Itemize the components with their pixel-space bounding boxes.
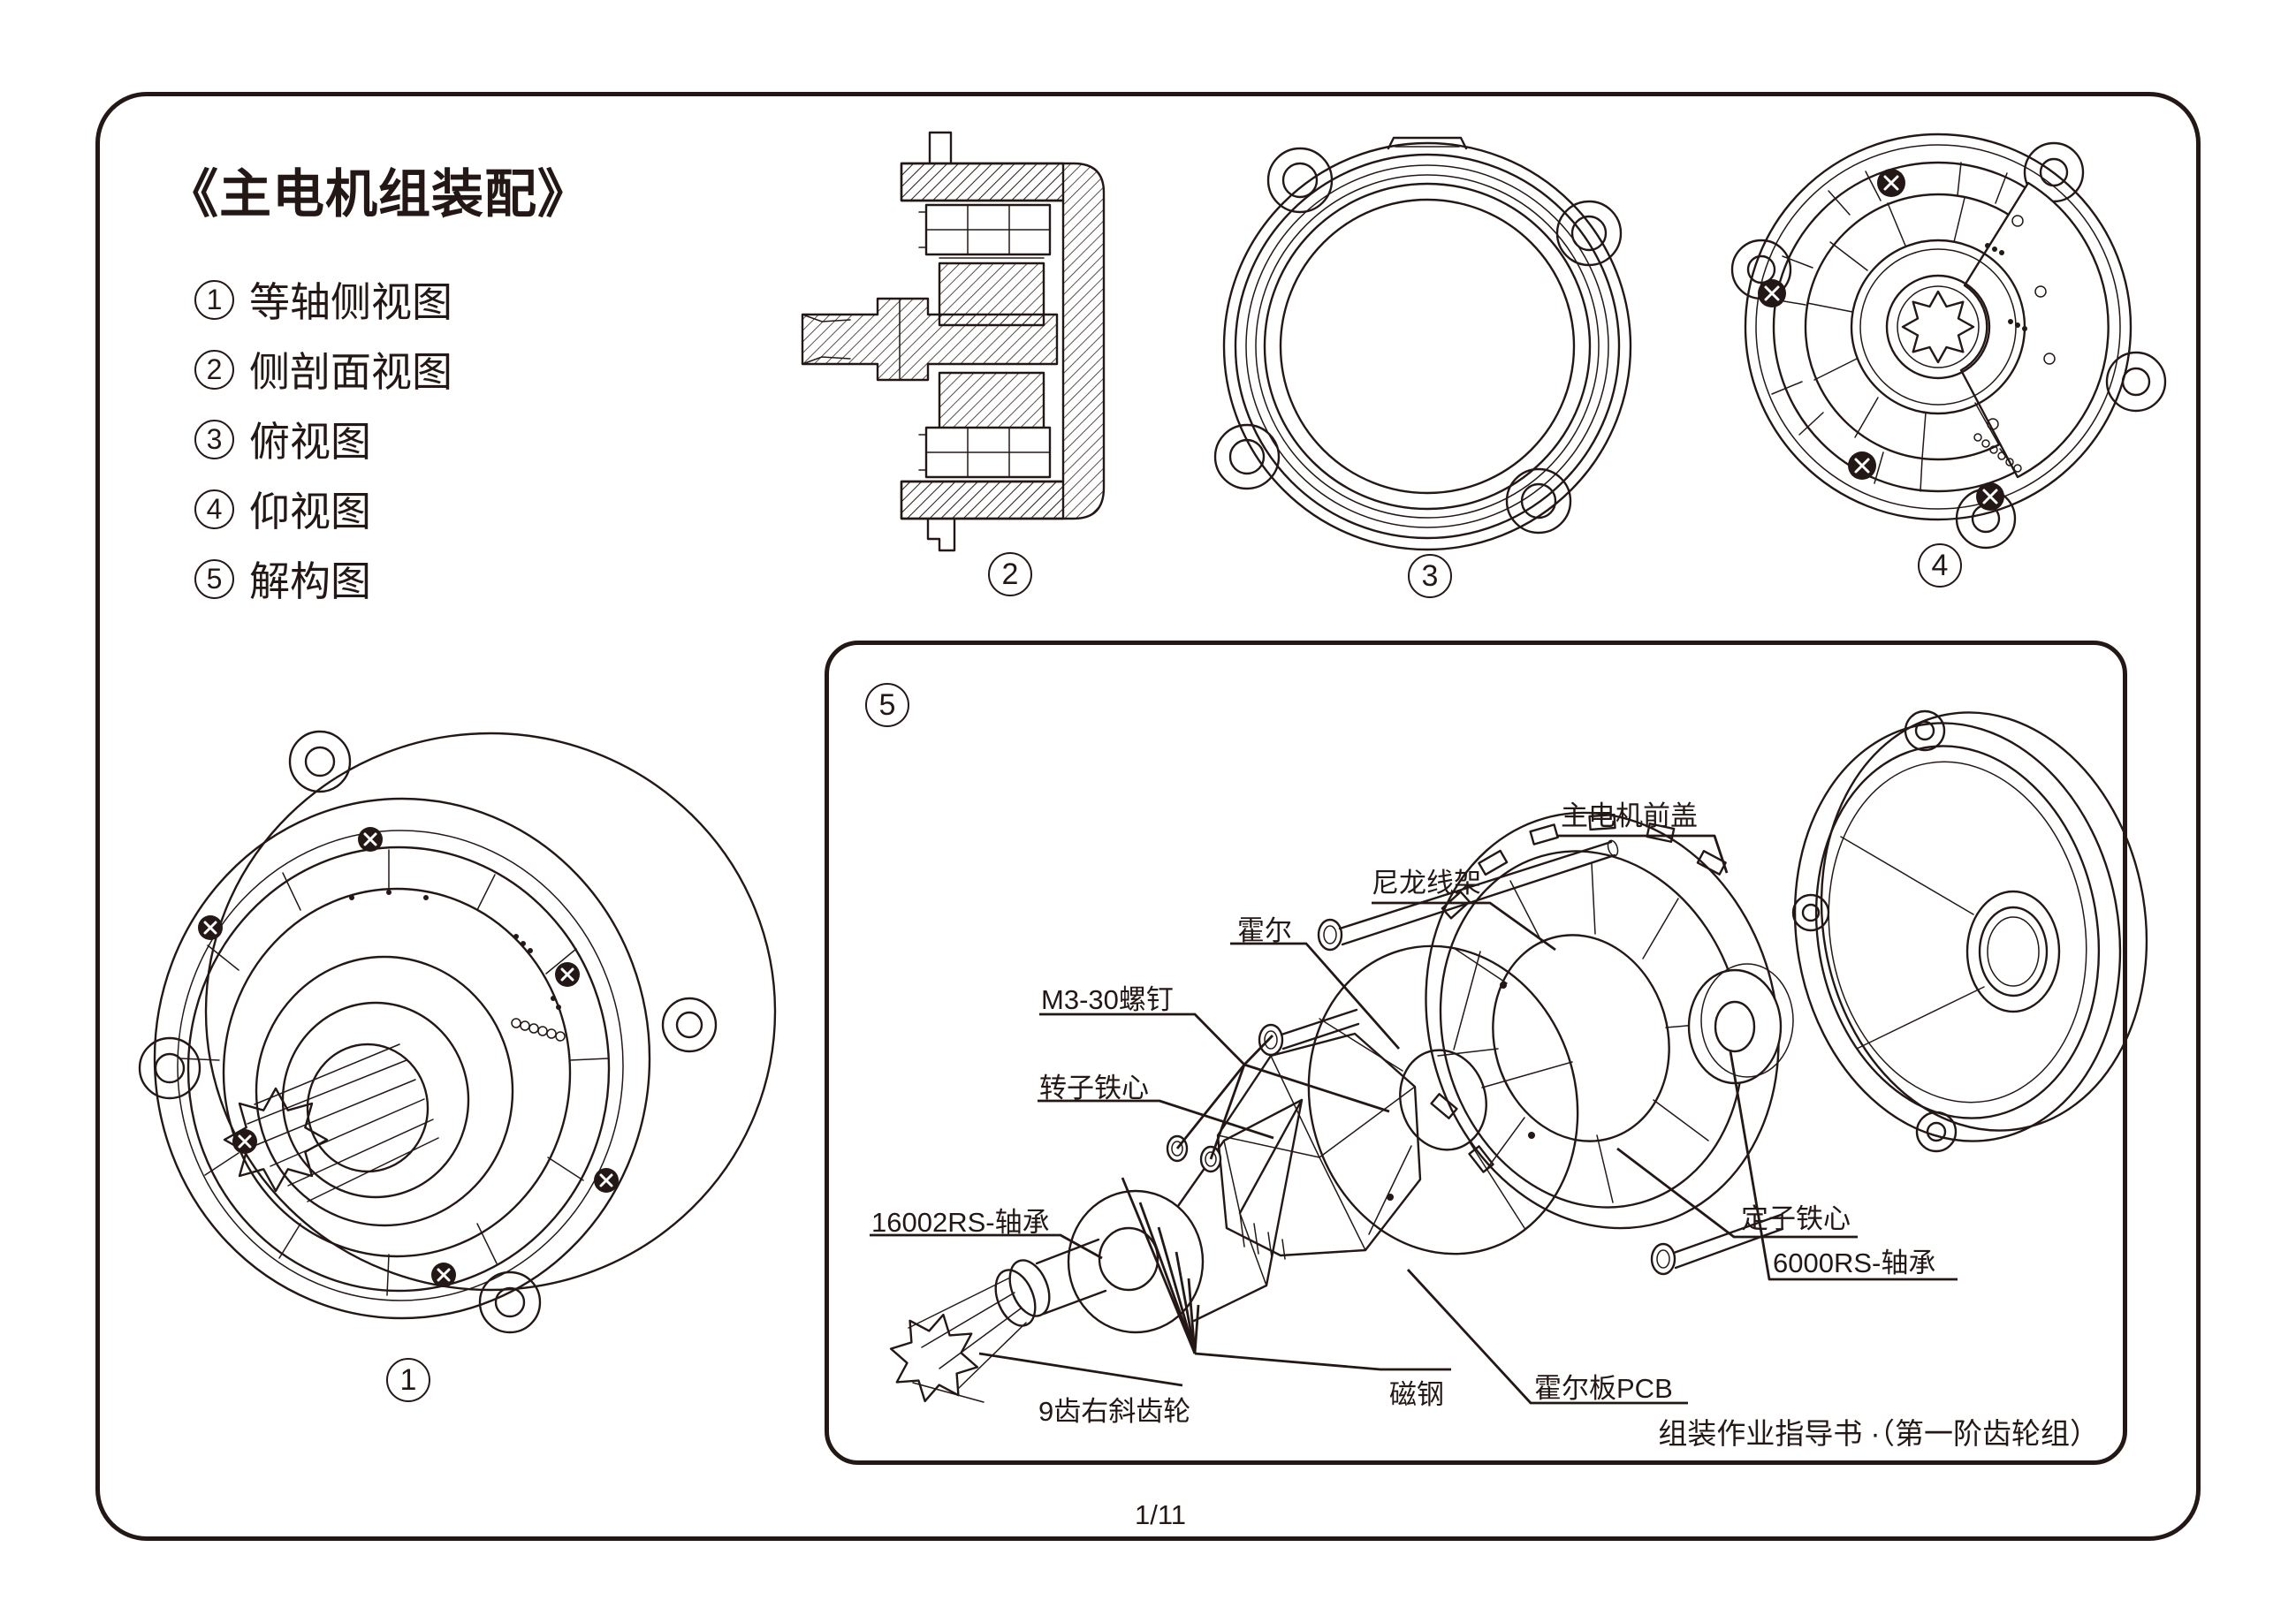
cover-gasket-rings (1222, 141, 1632, 551)
legend-label: 俯视图 (249, 419, 371, 465)
drawing-exploded-view (870, 709, 2148, 1405)
stator-pads (179, 849, 609, 1296)
drawing-top-view (1213, 136, 1632, 551)
callout-gear-9t: 9齿右斜齿轮 (1038, 1396, 1191, 1427)
callout-bearing-16002: 16002RS-轴承 (871, 1207, 1050, 1238)
view-marker-bottom: 4 (1918, 543, 1962, 588)
footer-note: 组装作业指导书 ·（第一阶齿轮组） (1658, 1417, 2099, 1450)
screw-head (1758, 169, 2004, 511)
callout-hall: 霍尔 (1237, 915, 1292, 946)
legend-item-exploded: 5 解构图 (194, 550, 452, 608)
page-number: 1/11 (1134, 1499, 1187, 1530)
view-marker-top: 3 (1408, 554, 1452, 598)
circled-number-icon: 3 (194, 419, 234, 459)
rotor-end-bell (1067, 1098, 1304, 1334)
legend-label: 等轴侧视图 (249, 279, 452, 325)
circled-number-icon: 2 (194, 349, 234, 390)
bearing-6000-part (1687, 963, 1794, 1085)
circled-number-icon: 1 (194, 279, 234, 320)
callout-stator-core: 定子铁心 (1741, 1203, 1851, 1234)
mounting-ear (1213, 147, 1623, 535)
pcb-sector (1959, 181, 2110, 479)
drawing-isometric-view (138, 730, 777, 1334)
m3-screw-part (1166, 839, 1784, 1276)
page-border (95, 92, 2201, 1541)
hall-pcb-wheel (1307, 944, 1579, 1255)
callout-rotor-core: 转子铁心 (1039, 1073, 1149, 1103)
mounting-ear (138, 730, 718, 1334)
pinion-gear-part (889, 1238, 1107, 1403)
legend-label: 侧剖面视图 (249, 349, 452, 395)
circled-number-icon: 4 (194, 489, 234, 529)
callout-front-cover: 主电机前盖 (1561, 800, 1698, 831)
callout-leaders (870, 834, 1958, 1405)
callout-magnet: 磁钢 (1389, 1379, 1444, 1410)
view-marker-isometric: 1 (386, 1358, 430, 1402)
legend-item-top-view: 3 俯视图 (194, 410, 452, 468)
exploded-view-box (825, 641, 2127, 1465)
callout-bearing-6000: 6000RS-轴承 (1773, 1248, 1936, 1278)
view-marker-exploded: 5 (865, 683, 909, 727)
legend-label: 仰视图 (249, 489, 371, 535)
circled-number-icon: 5 (194, 558, 234, 599)
legend-item-isometric: 1 等轴侧视图 (194, 270, 452, 329)
view-legend: 1 等轴侧视图 2 侧剖面视图 3 俯视图 4 仰视图 5 解构图 (194, 270, 452, 608)
callout-hall-pcb: 霍尔板PCB (1534, 1373, 1673, 1404)
legend-label: 解构图 (249, 558, 371, 604)
pcb-holes (349, 890, 566, 1042)
callout-m3-screws: M3-30螺钉 (1041, 984, 1174, 1015)
screw-head (198, 827, 619, 1287)
drawing-bottom-view (1730, 133, 2167, 550)
front-cover-part (1791, 709, 2148, 1153)
callout-nylon-frame: 尼龙线架 (1372, 868, 1481, 899)
view-marker-section: 2 (988, 552, 1032, 596)
rotor-core-part (1216, 1032, 1422, 1260)
legend-item-bottom-view: 4 仰视图 (194, 480, 452, 538)
legend-item-section: 2 侧剖面视图 (194, 340, 452, 398)
drawing-section-view (801, 131, 1106, 552)
page-title: 《主电机组装配》 (166, 165, 591, 224)
pinion-gear (223, 1043, 439, 1202)
spline-bore (1901, 290, 1975, 364)
